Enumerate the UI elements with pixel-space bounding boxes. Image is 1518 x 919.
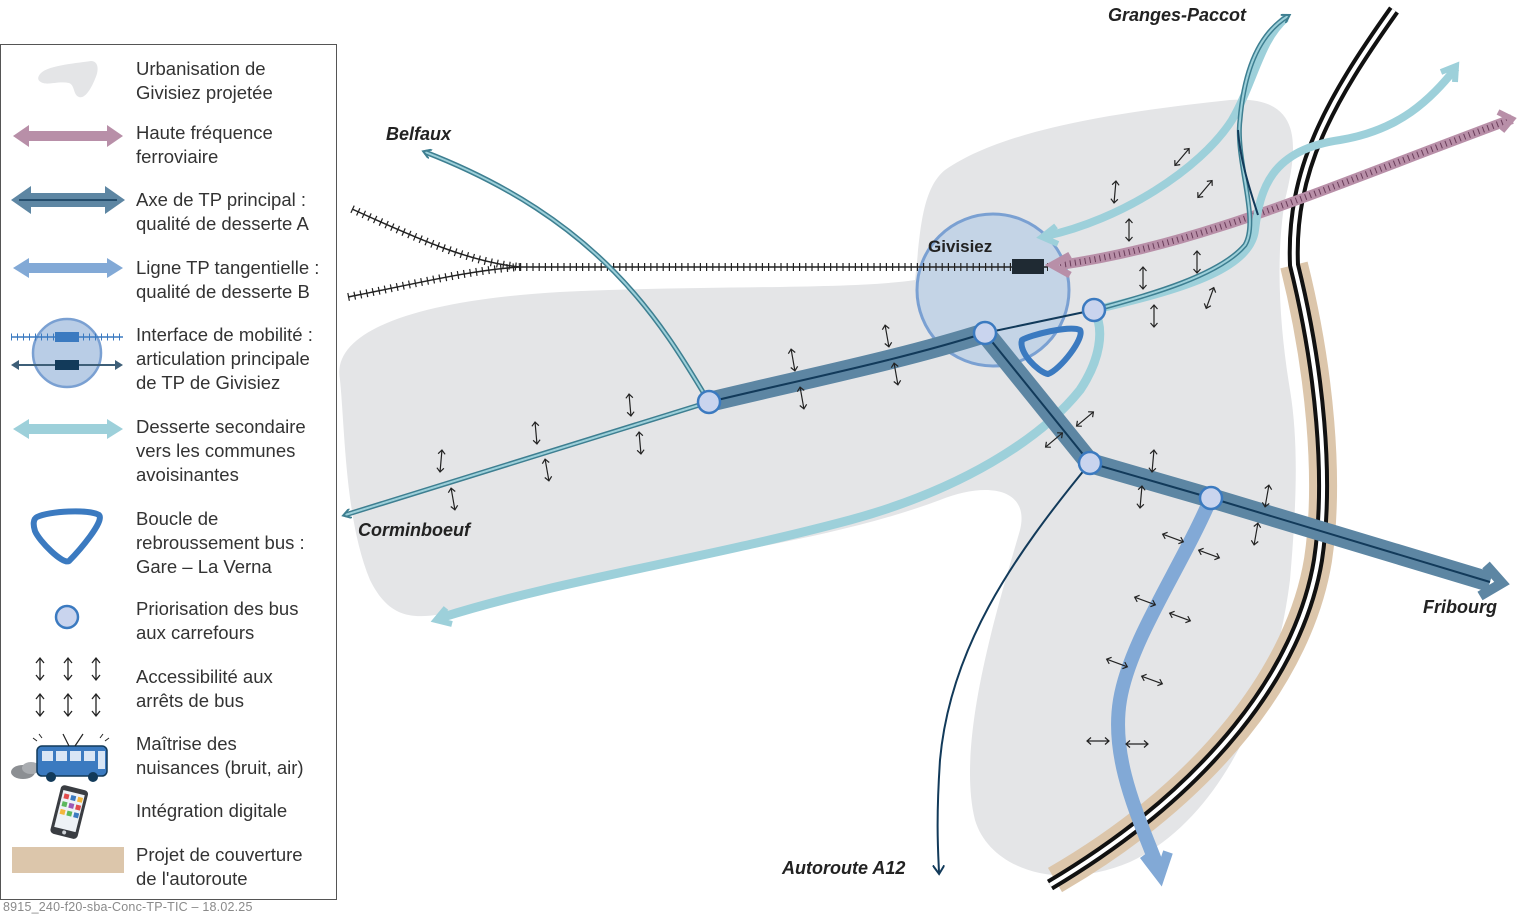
accessibility-arrow-icon	[1161, 531, 1185, 545]
urbanisation-swatch-icon	[38, 61, 98, 98]
accessibility-arrow-icon	[541, 458, 553, 482]
accessibility-arrow-icon	[1110, 180, 1120, 204]
accessibility-arrow-icon	[1174, 147, 1190, 167]
label-corminboeuf: Corminboeuf	[358, 520, 472, 540]
bus-priority-node-icon	[972, 320, 998, 346]
accessibility-arrow-icon	[1125, 218, 1133, 242]
tangential-arrowhead	[1140, 850, 1173, 887]
line-autoroute-a12	[938, 462, 1091, 872]
bus-loop	[1018, 325, 1084, 377]
bus-priority-node-icon	[696, 389, 722, 415]
accessibility-arrow-icon	[447, 487, 459, 511]
accessibility-arrow-icon	[1136, 485, 1146, 509]
bus-priority-node-icon	[1077, 450, 1103, 476]
accessibility-arrow-icon	[1250, 522, 1262, 546]
accessibility-arrows	[436, 147, 1273, 748]
accessibility-arrow-icon	[1197, 547, 1221, 561]
secondary-line-corminboeuf-south	[438, 307, 1105, 623]
accessibility-arrow-icon	[1140, 673, 1164, 687]
double-arrow-mauve-icon	[13, 125, 123, 147]
tangential-line	[1111, 495, 1218, 871]
label-belfaux: Belfaux	[386, 124, 452, 144]
bus-priority-nodes	[696, 297, 1224, 511]
bus-icon	[11, 733, 110, 782]
accessibility-arrow-icon	[1139, 266, 1147, 290]
smartphone-icon	[50, 785, 89, 839]
double-arrow-dark-blue-icon	[11, 186, 125, 214]
accessibility-arrow-icon	[1261, 484, 1273, 508]
secondary-arrowhead-sw	[430, 606, 453, 627]
accessibility-arrow-icon	[1168, 610, 1192, 624]
label-autoroute: Autoroute A12	[781, 858, 905, 878]
rail-branch-upper-ties	[350, 205, 521, 271]
legend-text: Intégration digitale	[136, 800, 288, 821]
accessibility-arrow-icon	[1125, 740, 1149, 748]
interface-symbol-icon	[11, 317, 123, 389]
accessibility-arrow-icon	[796, 386, 808, 410]
footer-reference: 8915_240-f20-sba-Conc-TP-TIC – 18.02.25	[3, 900, 253, 914]
main-axis-arrowhead	[1477, 561, 1510, 601]
accessibility-arrow-icon	[635, 431, 645, 455]
bus-loop-icon	[30, 508, 103, 565]
secondary-arrowhead-w	[1036, 223, 1060, 247]
accessibility-arrow-icon	[1105, 656, 1129, 670]
bus-priority-node-icon	[54, 604, 80, 630]
accessibility-arrow-icon	[1150, 304, 1158, 328]
double-arrow-light-teal-icon	[13, 419, 123, 439]
double-arrow-blue-icon	[13, 258, 123, 278]
label-granges-paccot: Granges-Paccot	[1108, 5, 1247, 25]
secondary-line-granges	[1045, 14, 1289, 240]
bus-priority-node-icon	[1081, 297, 1107, 323]
bus-priority-node-icon	[1198, 485, 1224, 511]
accessibility-arrow-icon	[1148, 449, 1158, 473]
interface-givisiez	[915, 212, 1071, 368]
accessibility-arrow-icon	[890, 362, 902, 386]
accessibility-arrow-icon	[436, 449, 446, 473]
secondary-line-ne	[1093, 65, 1460, 314]
secondary-arrowhead-ne	[1439, 61, 1460, 83]
link-givisiez-east	[984, 309, 1095, 334]
accessibility-arrow-icon	[531, 421, 541, 445]
legend-text: Ligne TP tangentielle :qualité de desser…	[136, 257, 320, 302]
legend-text: Interface de mobilité :articulation prin…	[136, 324, 313, 393]
accessibility-arrow-icon	[1086, 737, 1110, 745]
rail-station-icon	[1012, 259, 1044, 274]
accessibility-arrow-icon	[1193, 250, 1201, 274]
accessibility-arrow-icon	[1203, 286, 1217, 310]
accessibility-arrow-icon	[35, 656, 101, 718]
high-frequency-arrowhead	[1044, 251, 1072, 279]
link-granges-thin	[1237, 129, 1259, 216]
label-fribourg: Fribourg	[1423, 597, 1497, 617]
accessibility-arrow-icon	[1044, 432, 1064, 448]
accessibility-arrow-icon	[787, 348, 799, 372]
high-frequency-arrowhead-end	[1496, 109, 1517, 133]
high-frequency-rail	[1059, 114, 1514, 270]
rail-branch-upper	[351, 208, 521, 268]
label-givisiez: Givisiez	[928, 237, 992, 256]
accessibility-arrow-icon	[1075, 411, 1095, 427]
rail-branch-lower	[347, 266, 521, 298]
accessibility-arrow-icon	[1133, 594, 1157, 608]
accessibility-arrow-icon	[625, 393, 635, 417]
accessibility-arrow-icon	[1197, 179, 1213, 199]
legend-text: Axe de TP principal :qualité de desserte…	[136, 189, 309, 234]
accessibility-arrow-icon	[881, 324, 893, 348]
autoroute-cover-swatch-icon	[12, 847, 124, 873]
